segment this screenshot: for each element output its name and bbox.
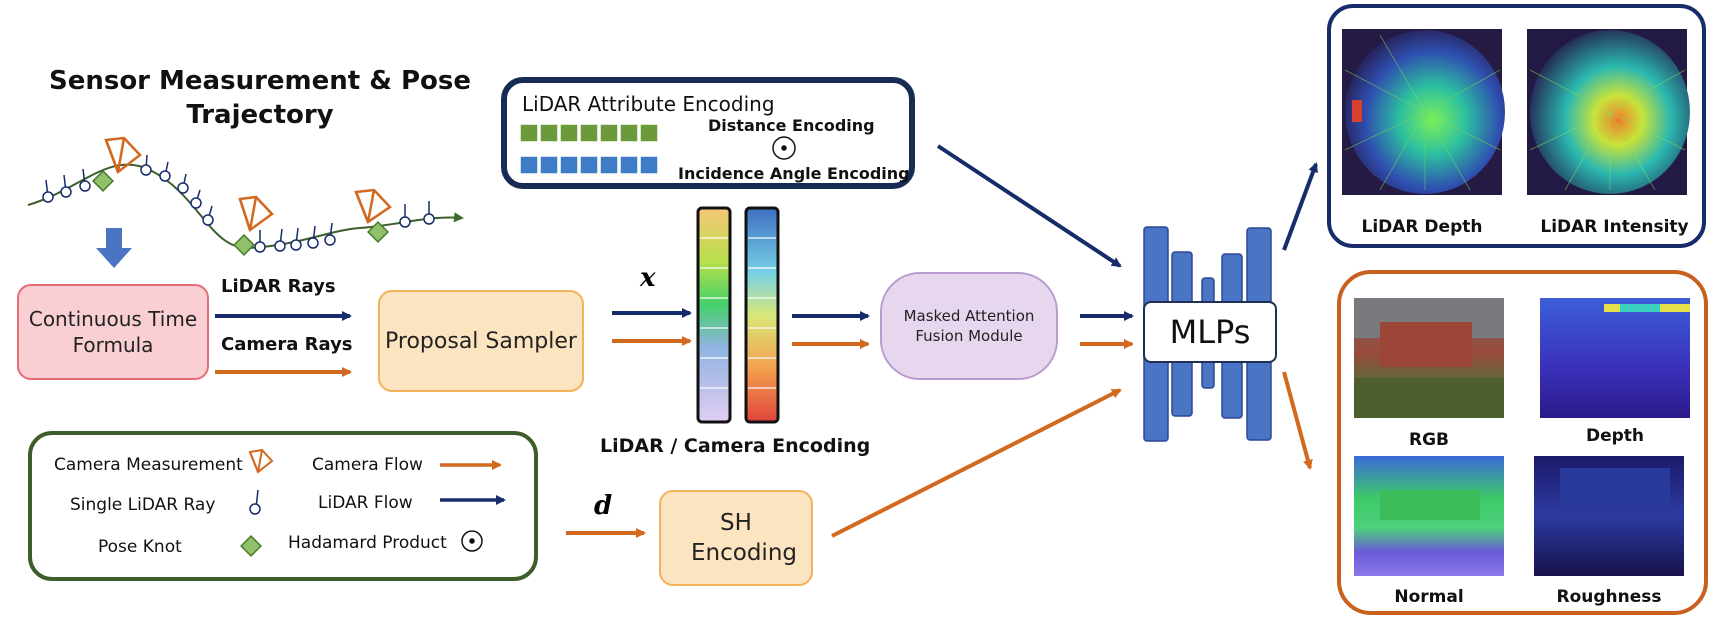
d-symbol: d: [594, 491, 613, 521]
legend-pose-knot-icon: [240, 535, 262, 557]
legend-camera-measurement: Camera Measurement: [54, 455, 243, 475]
section-title: Sensor Measurement & Pose Trajectory: [48, 66, 472, 130]
x-symbol: x: [640, 263, 656, 293]
incidence-angle-label: Incidence Angle Encoding: [678, 164, 910, 183]
normal-image: [1354, 456, 1504, 576]
attribute-blocks-green: [519, 123, 659, 143]
normal-caption: Normal: [1394, 587, 1464, 607]
proposal-sampler-label: Proposal Sampler: [385, 328, 577, 354]
mlps-box: MLPs: [1143, 301, 1277, 363]
encoding-bar-lidar: [696, 206, 732, 424]
roughness-caption: Roughness: [1556, 587, 1662, 607]
legend-hadamard-product: Hadamard Product: [288, 533, 447, 553]
legend-single-lidar-ray: Single LiDAR Ray: [70, 495, 216, 515]
rgb-caption: RGB: [1408, 430, 1449, 450]
depth-caption: Depth: [1585, 426, 1645, 446]
legend-camera-flow: Camera Flow: [312, 455, 423, 475]
lidar-rays-label: LiDAR Rays: [221, 276, 336, 297]
lidar-intensity-caption: LiDAR Intensity: [1540, 217, 1689, 237]
proposal-sampler-box: Proposal Sampler: [378, 290, 584, 392]
masked-attention-label: Masked Attention Fusion Module: [903, 307, 1035, 345]
lidar-depth-caption: LiDAR Depth: [1361, 217, 1483, 237]
continuous-time-formula-label: Continuous Time Formula: [28, 307, 198, 357]
mlps-label: MLPs: [1169, 313, 1251, 351]
down-arrow-icon: [96, 228, 132, 268]
trajectory-cameras: [104, 136, 392, 233]
sh-encoding-box: SH Encoding: [659, 490, 813, 586]
lidar-camera-encoding-label: LiDAR / Camera Encoding: [600, 435, 871, 457]
sh-encoding-label: SH Encoding: [691, 510, 797, 566]
lidar-output-box: [1327, 4, 1706, 248]
lidar-attribute-encoding-box: [501, 77, 915, 189]
depth-image: [1540, 298, 1690, 418]
legend-camera-icon: [248, 448, 274, 474]
rgb-image: [1354, 298, 1504, 418]
attribute-encoding-title: LiDAR Attribute Encoding: [522, 92, 775, 116]
lidar-intensity-image: [1527, 29, 1690, 195]
legend-hadamard-icon: [461, 530, 483, 552]
attribute-blocks-blue: [519, 155, 659, 175]
legend-lidar-flow: LiDAR Flow: [318, 493, 413, 513]
encoding-bar-camera: [744, 206, 780, 424]
camera-rays-label: Camera Rays: [221, 334, 353, 355]
roughness-image: [1534, 456, 1684, 576]
pose-knots: [92, 170, 389, 256]
trajectory-lidar-rays: [42, 154, 435, 253]
distance-encoding-label: Distance Encoding: [708, 116, 875, 135]
camera-output-box: [1337, 270, 1708, 615]
continuous-time-formula-box: Continuous Time Formula: [17, 284, 209, 380]
lidar-depth-image: [1342, 29, 1505, 195]
masked-attention-box: Masked Attention Fusion Module: [880, 272, 1058, 380]
legend-box: [28, 431, 538, 581]
legend-pose-knot: Pose Knot: [98, 537, 182, 557]
hadamard-product-icon: [772, 136, 796, 160]
legend-lidar-ray-icon: [249, 489, 261, 515]
